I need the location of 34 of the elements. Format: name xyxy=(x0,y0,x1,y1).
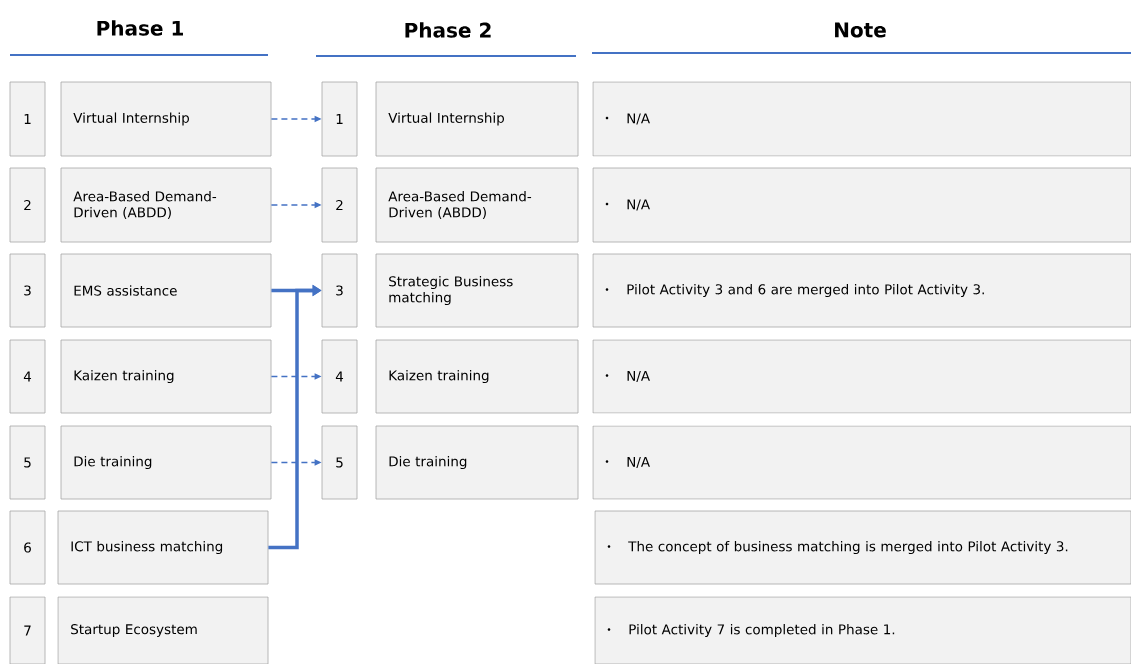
number-box: 3 xyxy=(321,253,358,328)
column-heading: Phase 2 xyxy=(405,22,491,38)
number-box: 6 xyxy=(9,510,46,585)
activity-box: ICT business matching xyxy=(57,510,269,585)
activity-box: Die training xyxy=(60,425,272,500)
activity-box: Virtual Internship xyxy=(60,81,272,157)
activity-box: Area-Based Demand-Driven (ABDD) xyxy=(60,167,272,243)
activity-box: Kaizen training xyxy=(60,339,272,414)
note-box: N/A xyxy=(592,425,1131,500)
number-box: 2 xyxy=(321,167,358,243)
note-box: N/A xyxy=(592,339,1131,414)
number-box: 7 xyxy=(9,596,46,664)
number-box: 1 xyxy=(9,81,46,157)
number-box: 3 xyxy=(9,253,46,328)
activity-box: Area-Based Demand-Driven (ABDD) xyxy=(375,167,579,243)
activity-box: Kaizen training xyxy=(375,339,579,414)
activity-box: Startup Ecosystem xyxy=(57,596,269,664)
activity-box: Die training xyxy=(375,425,579,500)
note-box: Pilot Activity 3 and 6 are merged into Pilot Activity 3. xyxy=(592,253,1131,328)
column-heading: Phase 1 xyxy=(97,20,183,36)
number-box: 1 xyxy=(321,81,358,157)
number-box: 5 xyxy=(9,425,46,500)
number-box: 4 xyxy=(9,339,46,414)
number-box: 4 xyxy=(321,339,358,414)
note-box: N/A xyxy=(592,81,1131,157)
activity-box: EMS assistance xyxy=(60,253,272,328)
note-box: N/A xyxy=(592,167,1131,243)
column-heading: Note xyxy=(835,22,886,38)
note-box: The concept of business matching is merged into Pilot Activity 3. xyxy=(594,510,1131,585)
activity-box: Strategic Business matching xyxy=(375,253,579,328)
note-box: Pilot Activity 7 is completed in Phase 1. xyxy=(594,596,1131,664)
number-box: 2 xyxy=(9,167,46,243)
activity-box: Virtual Internship xyxy=(375,81,579,157)
number-box: 5 xyxy=(321,425,358,500)
